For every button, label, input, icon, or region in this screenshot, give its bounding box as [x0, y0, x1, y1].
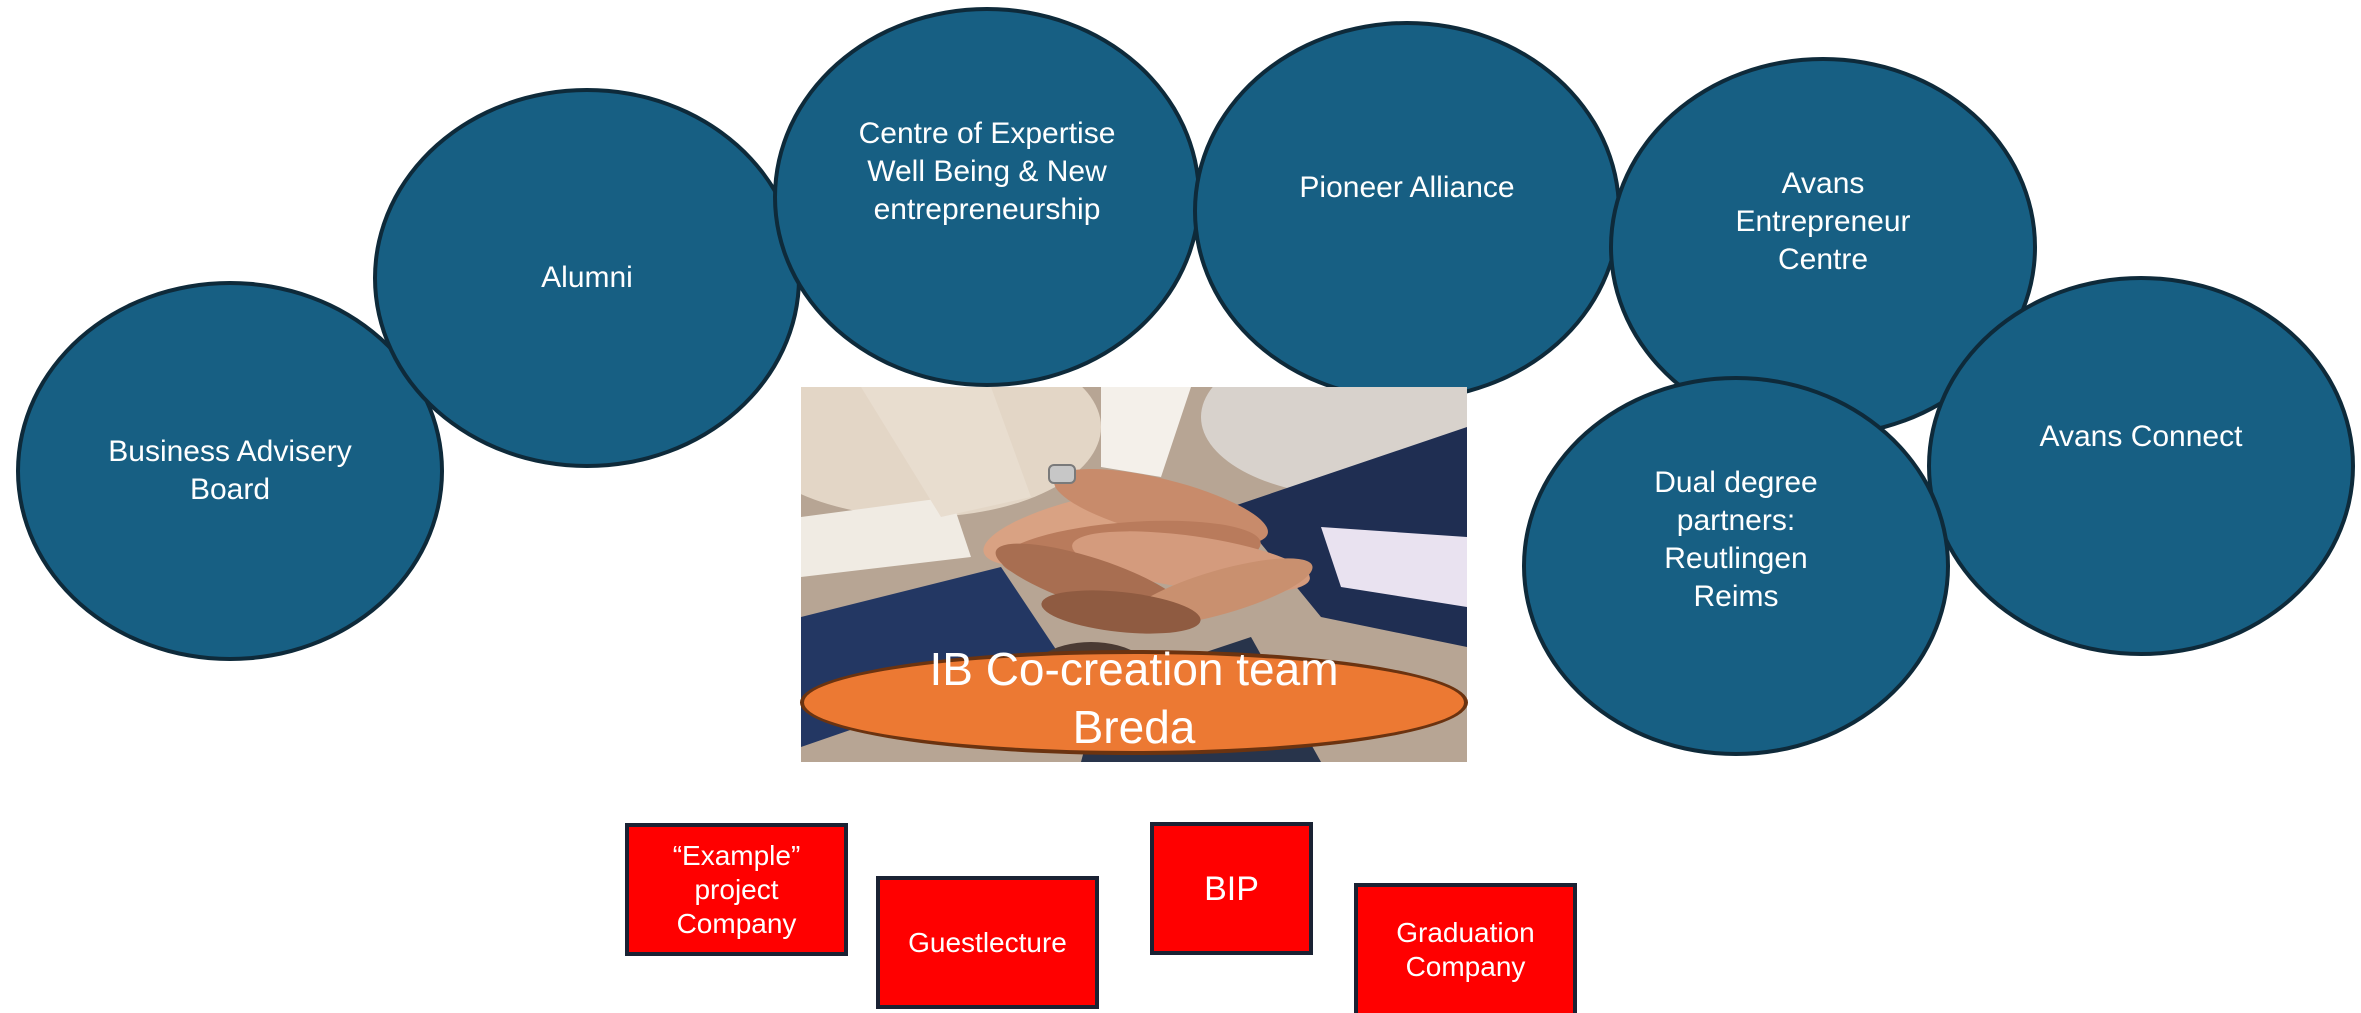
partner-label: Pioneer Alliance: [1299, 171, 1515, 204]
partner-avans-connect: Avans Connect: [1927, 276, 2355, 656]
activity-bip: BIP: [1150, 822, 1313, 955]
co-creation-team-label: IB Co-creation team Breda: [929, 643, 1339, 753]
partner-label: Avans Entrepreneur Centre: [1735, 167, 1911, 276]
activity-label: “Example” project Company: [672, 839, 801, 939]
partner-avans-entrepreneur-centre: Avans Entrepreneur Centre: [1609, 57, 2037, 437]
activity-label: Guestlecture: [908, 926, 1067, 958]
partner-alumni: Alumni: [373, 88, 801, 468]
partner-label: Business Advisery Board: [108, 435, 352, 506]
partner-label: Centre of Expertise Well Being & New ent…: [858, 117, 1116, 226]
activity-label: BIP: [1204, 869, 1259, 908]
activity-example-project-company: “Example” project Company: [625, 823, 848, 956]
activity-guestlecture: Guestlecture: [876, 876, 1099, 1009]
partner-label: Avans Connect: [2039, 420, 2243, 453]
partner-business-advisory-board: Business Advisery Board: [16, 281, 444, 661]
partner-pioneer-alliance: Pioneer Alliance: [1193, 21, 1621, 401]
activity-label: Graduation Company: [1396, 917, 1535, 982]
partner-label: Alumni: [541, 261, 633, 294]
co-creation-team-ellipse: [800, 650, 1468, 755]
activity-graduation-company: Graduation Company: [1354, 883, 1577, 1013]
partner-label: Dual degree partners: Reutlingen Reims: [1654, 466, 1818, 613]
partner-dual-degree: Dual degree partners: Reutlingen Reims: [1522, 376, 1950, 756]
partner-centre-of-expertise: Centre of Expertise Well Being & New ent…: [773, 7, 1201, 387]
